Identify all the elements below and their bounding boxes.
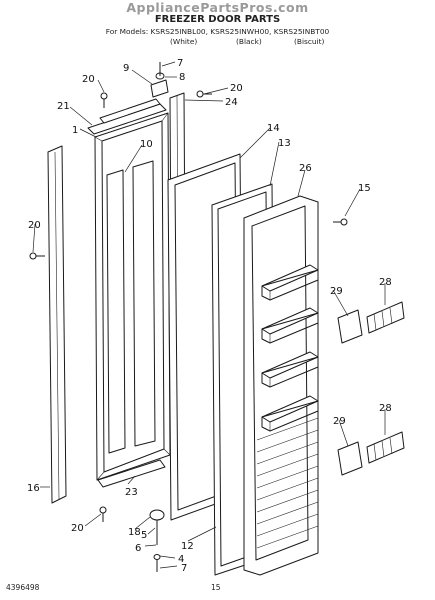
- callout-28-lower: 28: [379, 403, 392, 414]
- callout-29-upper: 29: [330, 286, 343, 297]
- color-black-label: (Black): [236, 37, 262, 46]
- part-26-door-liner: [243, 195, 319, 576]
- color-biscuit-label: (Biscuit): [294, 37, 325, 46]
- callout-1: 1: [72, 125, 78, 136]
- callout-26: 26: [299, 163, 312, 174]
- page-number: 15: [211, 583, 221, 592]
- part-1-door-panel: [94, 112, 171, 481]
- shelf-3: [261, 351, 319, 388]
- callout-28-upper: 28: [379, 277, 392, 288]
- callout-7-bottom: 7: [181, 563, 187, 574]
- part-29-shelf-clip-upper: [337, 309, 363, 344]
- callout-4: 4: [178, 554, 184, 565]
- part-28-shelf-rail-lower: [366, 431, 405, 464]
- door-shelves: [261, 264, 319, 432]
- callout-21: 21: [57, 101, 70, 112]
- callout-24: 24: [225, 97, 238, 108]
- callout-8: 8: [179, 72, 185, 83]
- callout-13: 13: [278, 138, 291, 149]
- model-list: For Models: KSRS25INBL00, KSRS25INWH00, …: [105, 27, 330, 36]
- callout-18: 18: [128, 527, 141, 538]
- part-10-insulation: [106, 160, 156, 454]
- part-29-shelf-clip-lower: [337, 441, 363, 476]
- callout-20-bottom: 20: [71, 523, 84, 534]
- callout-labels: 7 8 9 20 20 24 21 1 10 14 13 26 15 20 29…: [27, 58, 392, 574]
- part-18-bottom-hinge: [149, 509, 165, 572]
- callout-9: 9: [123, 63, 129, 74]
- callout-5: 5: [141, 530, 147, 541]
- part-16-door-trim: [47, 145, 67, 504]
- callout-14: 14: [267, 123, 280, 134]
- leader-lines: [32, 61, 386, 569]
- document-number: 4396498: [6, 583, 40, 592]
- callout-6: 6: [135, 543, 141, 554]
- callout-10: 10: [140, 139, 153, 150]
- shelf-2: [261, 307, 319, 344]
- callout-29-lower: 29: [333, 416, 346, 427]
- callout-20-top-left: 20: [82, 74, 95, 85]
- liner-ribs: [256, 417, 319, 549]
- part-9-top-hinge: [150, 62, 169, 98]
- callout-23: 23: [125, 487, 138, 498]
- shelf-1: [261, 264, 319, 301]
- watermark-text: AppliancePartsPros.com: [126, 0, 309, 15]
- screw-fasteners: [29, 90, 348, 522]
- shelf-4: [261, 395, 319, 432]
- callout-20-left: 20: [28, 220, 41, 231]
- callout-12: 12: [181, 541, 194, 552]
- callout-16: 16: [27, 483, 40, 494]
- part-28-shelf-rail-upper: [366, 301, 405, 334]
- callout-7-top: 7: [177, 58, 183, 69]
- callout-20-top-right: 20: [230, 83, 243, 94]
- part-21-top-bracket: [87, 98, 167, 135]
- callout-15: 15: [358, 183, 371, 194]
- diagram-title: FREEZER DOOR PARTS: [154, 14, 281, 25]
- part-23-bottom-bracket: [97, 459, 166, 488]
- color-white-label: (White): [170, 37, 198, 46]
